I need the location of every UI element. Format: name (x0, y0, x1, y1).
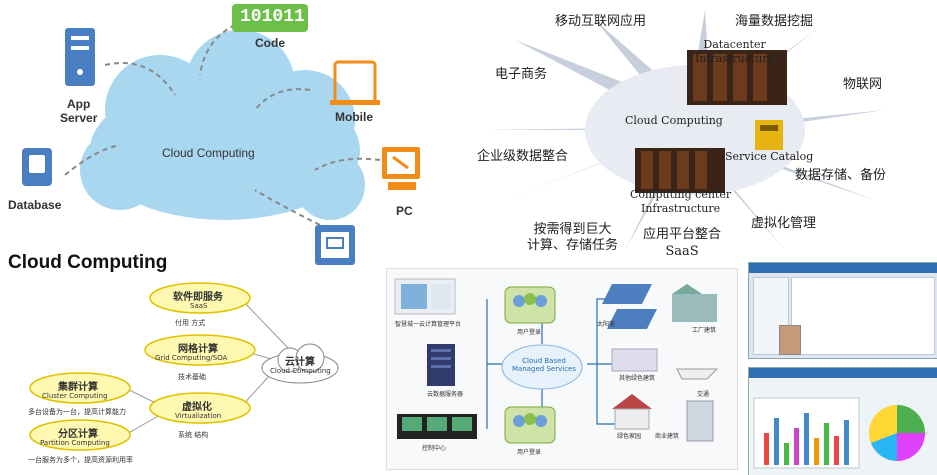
center-cloud-shape (261, 343, 339, 384)
screenshot-top-content (791, 277, 935, 355)
saas-cn: 软件即服务 (173, 292, 223, 303)
control-label: 控制中心 (422, 445, 447, 452)
concept-title: Cloud Computing (8, 252, 168, 273)
center-cn: 云计算 (285, 357, 315, 368)
virt-en: Virtualization (175, 412, 222, 420)
cluster-en: Cluster Computing (42, 392, 108, 400)
label-datacenter: Datacenter Infrastructure (695, 38, 775, 65)
grid-cn: 网格计算 (178, 344, 218, 355)
label-enterprise-integration: 企业级数据整合 (477, 149, 569, 164)
label-cloud: Cloud Computing (625, 114, 723, 127)
code-bits: 101011 (240, 7, 305, 27)
screenshot-top-titlebar (749, 263, 937, 273)
screenshot-bottom (748, 367, 937, 475)
label-service-catalog: Service Catalog (725, 150, 814, 163)
label-ecommerce: 电子商务 (495, 67, 548, 82)
label-on-demand: 按需得到巨大 计算、存储任务 (527, 222, 619, 253)
label-mobile-internet: 移动互联网应用 (555, 14, 647, 29)
server-label: 云数据服务器 (427, 391, 464, 398)
cloud-label: Cloud Computing (162, 146, 255, 160)
managed-cloud-shape (501, 344, 583, 390)
label-iot: 物联网 (843, 77, 883, 92)
managed-center-label: Cloud Based Managed Services (512, 357, 576, 373)
center-en: Cloud Computing (270, 367, 331, 375)
commercial-label: 商业建筑 (655, 433, 680, 440)
panel-concepts: Cloud Computing 软件即服务 SaaS 付用 方式 网格计算 Gr… (0, 250, 380, 475)
dashed-arrows (64, 24, 381, 226)
platform-label: 智慧城一云计算管理平台 (395, 321, 462, 328)
house-icon (612, 394, 652, 430)
greenhouse-icon (611, 348, 658, 372)
label-virtualization-mgmt: 虚拟化管理 (751, 216, 817, 231)
control-center-icon (397, 414, 477, 439)
concept-ellipses (29, 282, 256, 451)
label-computing-center: Computing center Infrastructure (630, 188, 732, 215)
platform-screens-icon (394, 278, 456, 315)
virt-cn: 虚拟化 (182, 402, 212, 413)
person-photo (779, 325, 801, 355)
partition-en: Partition Computing (40, 439, 110, 447)
service-catalog-icon (755, 120, 783, 150)
solar-panels-icon (602, 284, 657, 329)
mini-pie-chart (869, 405, 925, 461)
label-platform-saas: 应用平台整合 SaaS (643, 227, 722, 259)
pc-label: PC (396, 204, 413, 218)
user-login-top: 用户登录 (517, 329, 542, 336)
label-data-mining: 海量数据挖掘 (735, 14, 814, 29)
panel-managed-services: Cloud Based Managed Services 用户登录 用户登录 智… (386, 268, 738, 470)
grid-en: Grid Computing/SOA (155, 354, 228, 362)
screenshot-top (748, 262, 937, 359)
code-label: Code (255, 36, 285, 50)
cloud-illustration (22, 4, 420, 265)
app-server-icon (65, 28, 95, 86)
factory-label: 工厂建筑 (692, 327, 717, 334)
panel-screenshots (748, 262, 937, 475)
screenshot-bottom-titlebar (749, 368, 937, 378)
mobile-icon (330, 60, 380, 105)
grid-note: 技术基础 (178, 373, 206, 381)
yacht-label: 交通 (697, 391, 710, 398)
panel-cloud-icons: Cloud Computing 101011 Code App Server M… (0, 0, 445, 275)
code-badge-icon (232, 4, 308, 32)
factory-icon (672, 284, 717, 322)
label-storage-backup: 数据存储、备份 (795, 168, 887, 183)
building-icon (686, 400, 714, 442)
pc-icon (382, 147, 420, 190)
solar-label: 太阳能 (597, 321, 616, 328)
panel-applications: 移动互联网应用 海量数据挖掘 电子商务 物联网 企业级数据整合 数据存储、备份 … (455, 0, 937, 262)
concept-diagram (29, 282, 339, 451)
server-rack-icon (427, 344, 455, 386)
saas-note: 付用 方式 (175, 319, 206, 327)
partition-note: 一台服务为多个，提高资源利用率 (28, 456, 133, 464)
yacht-icon (676, 368, 719, 380)
home-label: 绿色家园 (617, 433, 642, 440)
cluster-note: 多台设备为一台，提高计算能力 (28, 408, 126, 416)
computing-center-servers-icon (635, 148, 725, 193)
virt-note: 系统 结构 (178, 431, 209, 439)
storage-box-icon (315, 225, 355, 265)
saas-en: SaaS (190, 302, 208, 310)
user-group-top-icon (504, 286, 556, 324)
user-group-bottom-icon (504, 406, 556, 444)
greenhouse-label: 其他绿色建筑 (619, 375, 656, 382)
managed-services-diagram (394, 278, 719, 444)
cloud-shape (80, 30, 365, 220)
app-server-label: App Server (60, 97, 98, 125)
partition-cn: 分区计算 (58, 429, 98, 440)
database-label: Database (8, 198, 62, 212)
mobile-label: Mobile (335, 110, 373, 124)
datacenter-servers-icon (687, 50, 787, 105)
screenshot-charts (753, 397, 925, 469)
database-icon (22, 148, 52, 186)
mini-bars (764, 413, 849, 465)
cluster-cn: 集群计算 (58, 382, 98, 393)
application-ring (485, 10, 885, 250)
user-login-bottom: 用户登录 (517, 449, 542, 456)
